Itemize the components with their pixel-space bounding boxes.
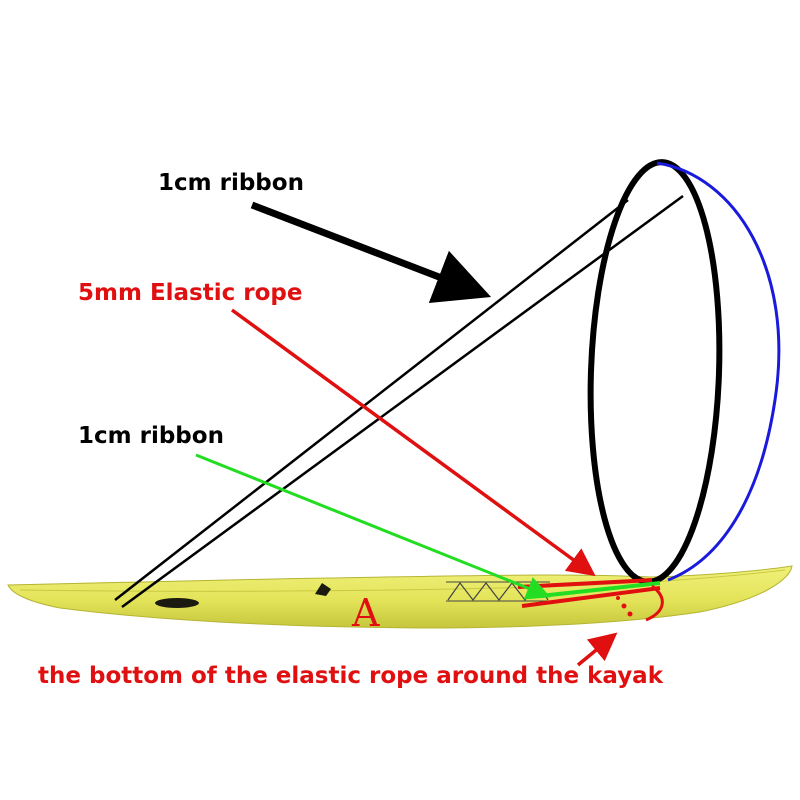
arrow-ribbon-mid — [195, 453, 551, 600]
sail-ring — [587, 159, 723, 585]
ribbon-band — [539, 581, 661, 598]
arrow-bottom-note — [576, 632, 618, 667]
sail-back-loop — [656, 161, 781, 582]
kayak-cockpit-rear — [155, 598, 199, 608]
ribbon-line-upper — [114, 199, 629, 601]
label-elastic-rope: 5mm Elastic rope — [78, 280, 302, 306]
elastic-dot-2 — [627, 611, 633, 617]
arrow-ribbon-top — [250, 201, 492, 304]
kayak-cockpit-seat — [315, 583, 331, 596]
elastic-band-2 — [521, 586, 661, 608]
elastic-dot-1 — [621, 603, 627, 609]
label-ribbon-mid: 1cm ribbon — [78, 423, 224, 449]
kayak-letter: A — [351, 591, 380, 635]
label-bottom-note: the bottom of the elastic rope around th… — [38, 663, 664, 689]
label-ribbon-top: 1cm ribbon — [158, 170, 304, 196]
ribbon-line-lower — [121, 194, 684, 609]
kayak-hull — [7, 565, 793, 629]
elastic-dot-3 — [616, 596, 620, 600]
elastic-hook — [645, 584, 664, 622]
arrow-elastic-rope — [230, 308, 596, 577]
